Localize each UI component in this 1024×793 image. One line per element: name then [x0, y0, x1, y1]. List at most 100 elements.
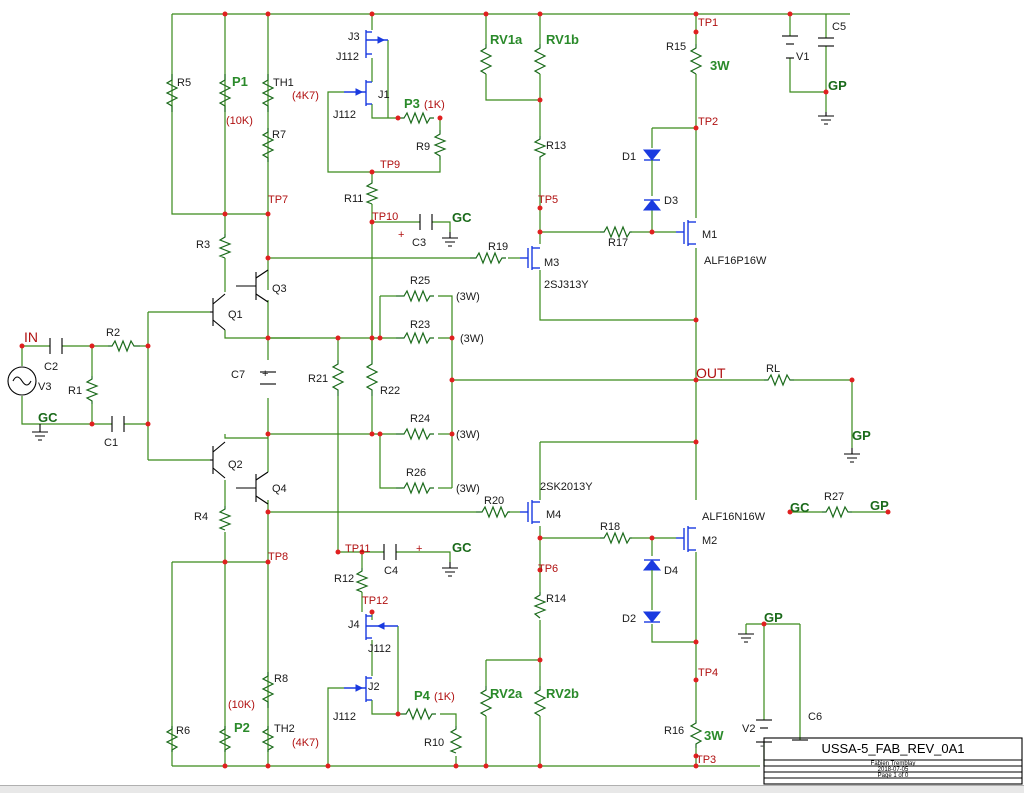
label-r11: R11 [344, 193, 363, 205]
label-r17: R17 [608, 237, 628, 249]
label-r7: R7 [272, 129, 286, 141]
title-block-author: Fabien Tremblay [871, 761, 916, 767]
label-c4: C4 [384, 565, 398, 577]
label-q1: Q1 [228, 309, 243, 321]
label-c6: C6 [808, 711, 822, 723]
label-r6: R6 [176, 725, 190, 737]
label-d2: D2 [622, 613, 636, 625]
label-r14: R14 [546, 593, 566, 605]
label-p4-value: (1K) [434, 691, 455, 703]
label-3w-d: (3W) [456, 483, 480, 495]
resistors [85, 44, 852, 754]
label-r13: R13 [546, 140, 566, 152]
label-r16: R16 [664, 725, 684, 737]
label-r25: R25 [410, 275, 430, 287]
fet-transistors [344, 30, 696, 702]
label-alf16n16w: ALF16N16W [702, 511, 766, 523]
grounds [32, 112, 860, 643]
label-rv2b: RV2b [546, 686, 579, 701]
label-j4: J4 [348, 619, 360, 631]
label-r12: R12 [334, 573, 354, 585]
diodes [642, 149, 662, 623]
capacitors [49, 35, 834, 743]
label-alf16p16w: ALF16P16W [704, 255, 767, 267]
wires [21, 13, 888, 767]
label-j112a: J112 [336, 51, 359, 63]
label-gp4: GP [764, 610, 783, 625]
label-j112b: J112 [333, 109, 356, 121]
label-c3: C3 [412, 237, 426, 249]
label-r8: R8 [274, 673, 288, 685]
label-tp4: TP4 [698, 667, 718, 679]
label-3w-e: 3W [710, 58, 730, 73]
label-j3: J3 [348, 31, 360, 43]
label-r1: R1 [68, 385, 82, 397]
junction-dots [19, 11, 891, 769]
label-d3: D3 [664, 195, 678, 207]
label-gp1: GP [828, 78, 847, 93]
label-r10: R10 [424, 737, 444, 749]
label-d1: D1 [622, 151, 636, 163]
title-block-page: Page 1 of 0 [878, 773, 909, 779]
label-c1: C1 [104, 437, 118, 449]
label-m2: M2 [702, 535, 717, 547]
label-d4: D4 [664, 565, 678, 577]
label-r2: R2 [106, 327, 120, 339]
ac-source-v3 [7, 366, 37, 396]
label-3w-b: (3W) [460, 333, 484, 345]
label-r15: R15 [666, 41, 686, 53]
label-gc1: GC [452, 210, 472, 225]
label-rv2a: RV2a [490, 686, 523, 701]
label-rl: RL [766, 363, 780, 375]
label-3w-a: (3W) [456, 291, 480, 303]
label-p3: P3 [404, 96, 420, 111]
label-gp2: GP [852, 428, 871, 443]
component-labels: J3 J112 J1 J112 (4K7) P3 (1K) R9 TP9 R11… [24, 17, 889, 766]
label-tp8: TP8 [268, 551, 288, 563]
title-block: USSA-5_FAB_REV_0A1 Fabien Tremblay 2018-… [763, 737, 1023, 785]
label-r5: R5 [177, 77, 191, 89]
label-j112c: J112 [368, 643, 391, 655]
label-minus3: - [760, 740, 764, 752]
bjt-transistors [210, 269, 269, 505]
label-tp11: TP11 [345, 543, 370, 555]
label-p2: P2 [234, 720, 250, 735]
label-r20: R20 [484, 495, 504, 507]
window-bottom-scrollbar[interactable] [0, 785, 1024, 793]
label-c5: C5 [832, 21, 846, 33]
label-tp3: TP3 [696, 754, 716, 766]
label-tp5: TP5 [538, 194, 558, 206]
label-plus2: + [262, 368, 268, 380]
label-2sk2013y: 2SK2013Y [540, 481, 593, 493]
label-tp9: TP9 [380, 159, 400, 171]
label-th2: TH2 [274, 723, 295, 735]
label-v2: V2 [742, 723, 755, 735]
label-p4: P4 [414, 688, 431, 703]
label-tp10: TP10 [372, 211, 398, 223]
label-c7: C7 [231, 369, 245, 381]
label-r19: R19 [488, 241, 508, 253]
label-c2: C2 [44, 361, 58, 373]
label-j2: J2 [368, 681, 380, 693]
label-tp12: TP12 [362, 595, 388, 607]
label-plus3: + [416, 543, 422, 555]
label-r9: R9 [416, 141, 430, 153]
label-p1: P1 [232, 74, 248, 89]
label-gp3: GP [870, 498, 889, 513]
label-p2-value: (10K) [228, 699, 255, 711]
label-m4: M4 [546, 509, 561, 521]
label-2sj313y: 2SJ313Y [544, 279, 589, 291]
label-tp2: TP2 [698, 116, 718, 128]
label-q3: Q3 [272, 283, 287, 295]
label-3w-c: (3W) [456, 429, 480, 441]
label-m1: M1 [702, 229, 717, 241]
label-out: OUT [696, 365, 726, 381]
label-4k7b: (4K7) [292, 737, 319, 749]
label-r23: R23 [410, 319, 430, 331]
label-p3-value: (1K) [424, 99, 445, 111]
label-j1: J1 [378, 89, 390, 101]
label-4k7a: (4K7) [292, 90, 319, 102]
label-r18: R18 [600, 521, 620, 533]
label-v3: V3 [38, 381, 51, 393]
